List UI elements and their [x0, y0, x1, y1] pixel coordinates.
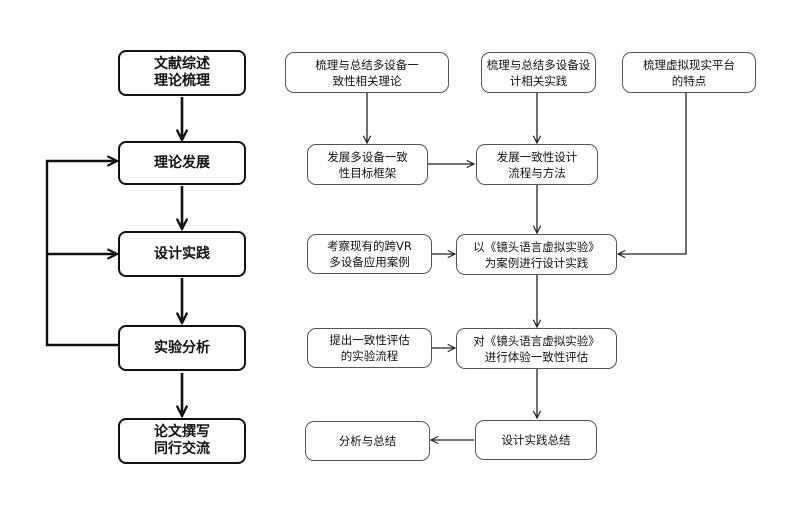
step-propose-evaluation-process: 提出一致性评估 的实验流程	[307, 328, 432, 368]
stage-experiment-analysis: 实验分析	[118, 325, 246, 371]
stage-label: 论文撰写 同行交流	[154, 424, 210, 457]
step-examine-vr-cases: 考察现有的跨VR 多设备应用案例	[307, 234, 432, 274]
step-label: 以《镜头语言虚拟实验》 为案例进行设计实践	[473, 239, 600, 270]
step-label: 发展一致性设计 流程与方法	[496, 149, 578, 180]
stage-label: 理论发展	[154, 154, 210, 171]
step-analysis-summary: 分析与总结	[305, 421, 430, 461]
step-label: 发展多设备一致 性目标框架	[327, 149, 408, 180]
step-case-design-practice: 以《镜头语言虚拟实验》 为案例进行设计实践	[456, 234, 617, 275]
step-review-vr-platform: 梳理虚拟现实平台 的特点	[622, 52, 756, 93]
step-experience-consistency-evaluation: 对《镜头语言虚拟实验》 进行体验一致性评估	[456, 328, 617, 369]
step-develop-design-process: 发展一致性设计 流程与方法	[476, 144, 598, 185]
step-label: 提出一致性评估 的实验流程	[329, 333, 410, 363]
step-label: 考察现有的跨VR 多设备应用案例	[327, 239, 412, 269]
stage-label: 设计实践	[154, 245, 210, 262]
step-label: 设计实践总结	[501, 433, 571, 447]
step-label: 梳理与总结多设备设 计相关实践	[486, 57, 591, 88]
stage-theory-development: 理论发展	[118, 141, 246, 185]
step-review-design-practice: 梳理与总结多设备设 计相关实践	[481, 52, 596, 93]
step-develop-goal-framework: 发展多设备一致 性目标框架	[307, 144, 428, 185]
stage-paper-writing: 论文撰写 同行交流	[118, 418, 246, 464]
step-review-consistency-theory: 梳理与总结多设备一 致性相关理论	[285, 52, 449, 93]
step-label: 分析与总结	[338, 434, 397, 448]
step-design-practice-summary: 设计实践总结	[475, 420, 597, 460]
step-label: 梳理与总结多设备一 致性相关理论	[315, 57, 419, 88]
stage-design-practice: 设计实践	[118, 231, 246, 277]
stage-label: 文献综述 理论梳理	[154, 56, 210, 89]
stage-label: 实验分析	[154, 339, 210, 356]
stage-literature-review: 文献综述 理论梳理	[118, 50, 246, 96]
step-label: 对《镜头语言虚拟实验》 进行体验一致性评估	[473, 333, 600, 364]
edge-t3-t7	[618, 93, 687, 254]
step-label: 梳理虚拟现实平台 的特点	[643, 57, 735, 88]
